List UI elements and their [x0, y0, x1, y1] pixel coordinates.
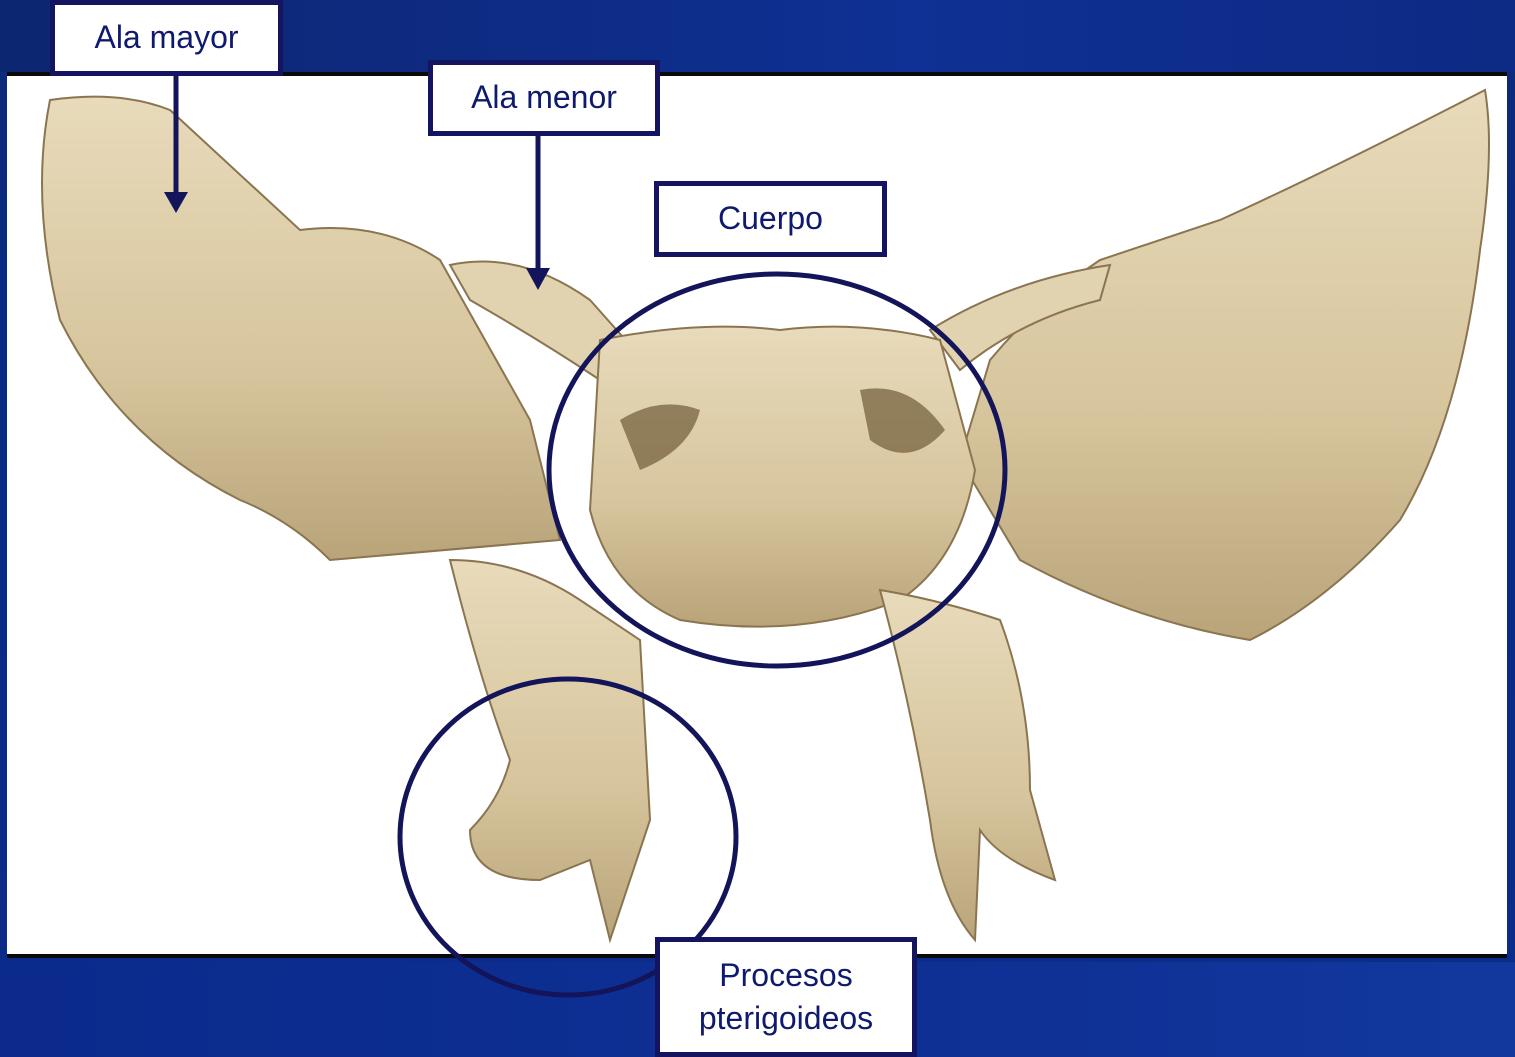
label-ala-menor: Ala menor	[428, 60, 660, 136]
right-pterygoid-process	[880, 590, 1055, 940]
right-greater-wing	[960, 90, 1489, 640]
left-greater-wing	[42, 97, 560, 560]
label-ala-mayor: Ala mayor	[50, 0, 283, 76]
label-procesos-line1: Procesos	[719, 954, 852, 997]
label-procesos-line2: pterigoideos	[699, 997, 873, 1040]
label-cuerpo: Cuerpo	[654, 181, 887, 257]
sphenoid-body	[590, 327, 975, 627]
label-procesos-pterigoideos: Procesos pterigoideos	[655, 937, 917, 1057]
left-pterygoid-process	[450, 560, 650, 940]
